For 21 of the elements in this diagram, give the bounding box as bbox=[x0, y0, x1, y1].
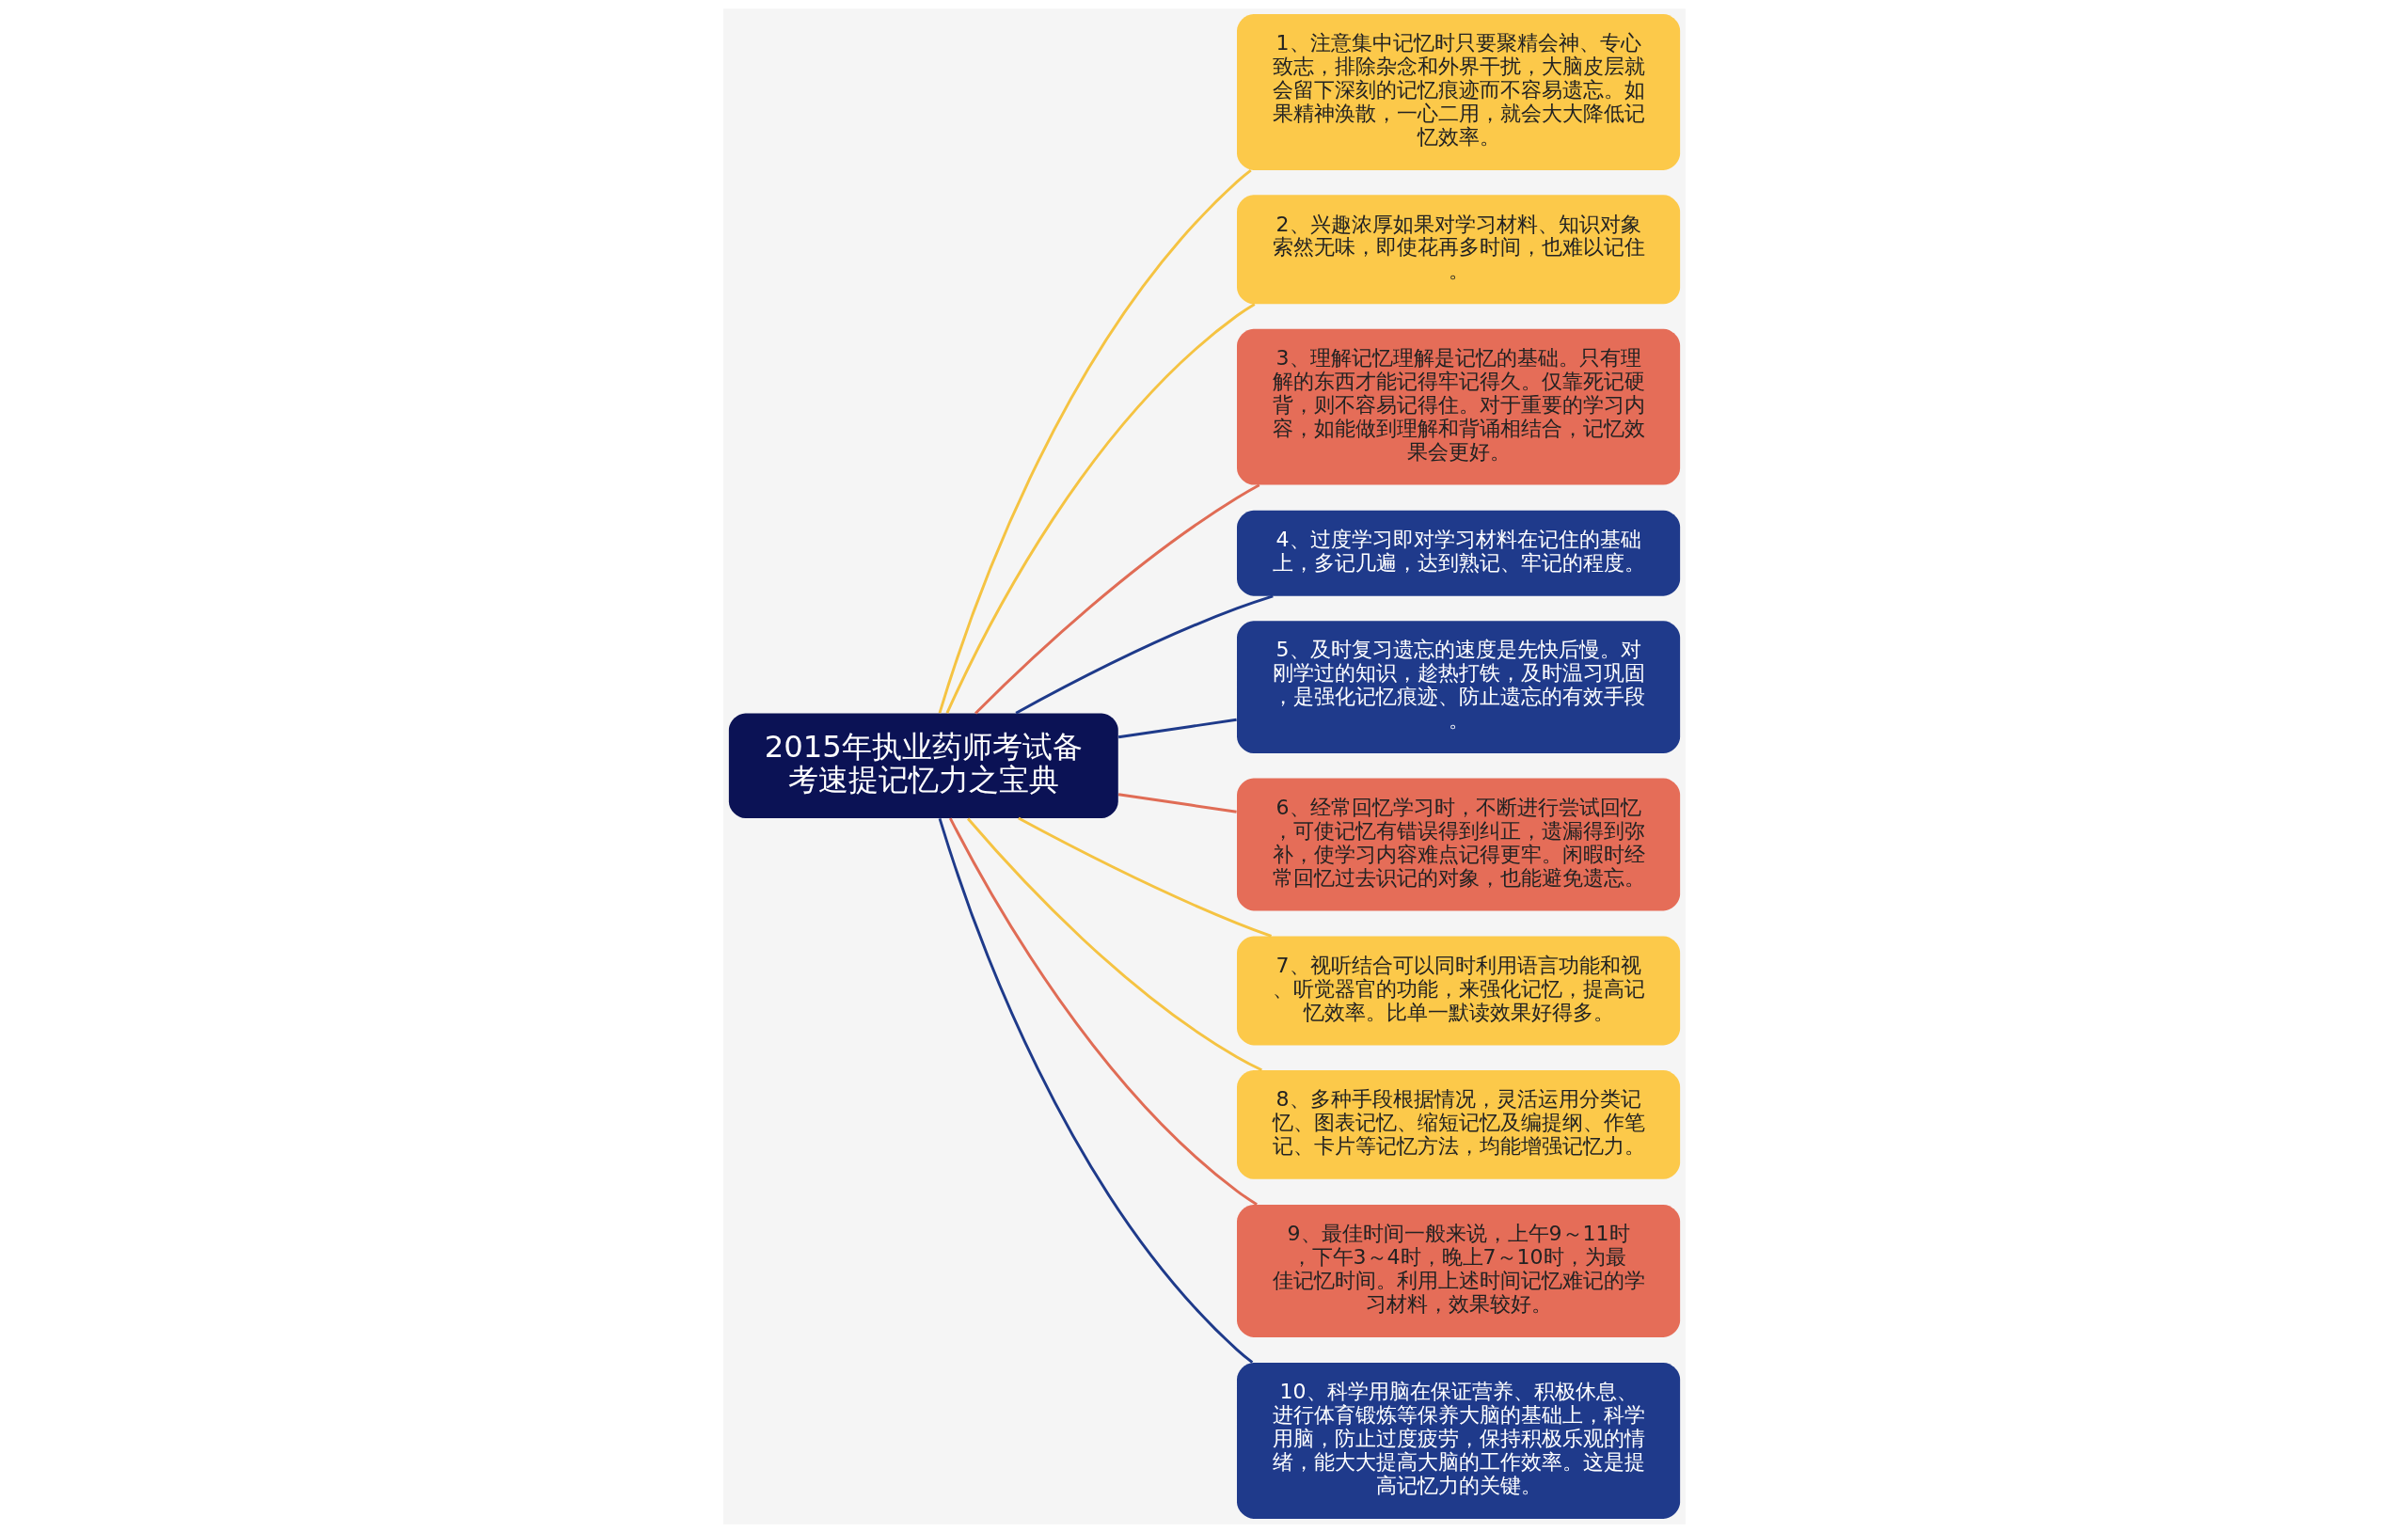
connector bbox=[938, 817, 1253, 1364]
node-box: 2015年执业药师考试备考速提记忆力之宝典 bbox=[728, 713, 1118, 818]
connector bbox=[974, 483, 1259, 714]
node-box: 10、科学用脑在保证营养、积极休息、进行体育锻炼等保养大脑的基础上，科学用脑，防止过度疲劳，保持积极乐观的情绪，能大大提高大脑的工作效率。这是提高记忆力的关键。 bbox=[1236, 1362, 1680, 1519]
node-box: 5、及时复习遗忘的速度是先快后慢。对刚学过的知识，趁热打铁，及时温习巩固，是强化记忆痕迹、防止遗忘的有效手段。 bbox=[1236, 620, 1680, 753]
node-box: 1、注意集中记忆时只要聚精会神、专心致志，排除杂念和外界干扰，大脑皮层就会留下深刻的记忆痕迹而不容易遗忘。如果精神涣散，一心二用，就会大大降低记忆效率。 bbox=[1236, 13, 1680, 170]
node-box: 6、经常回忆学习时，不断进行尝试回忆，可使记忆有错误得到纠正，遗漏得到弥补，使学习内容难点记得更牢。闲暇时经常回忆过去识记的对象，也能避免遗忘。 bbox=[1236, 778, 1680, 910]
node-box: 7、视听结合可以同时利用语言功能和视、听觉器官的功能，来强化记忆，提高记忆效率。比单一默读效果好得多。 bbox=[1236, 936, 1680, 1045]
node-box: 2、兴趣浓厚如果对学习材料、知识对象索然无味，即使花再多时间，也难以记住。 bbox=[1236, 194, 1680, 304]
connector bbox=[948, 816, 1258, 1206]
connector bbox=[945, 302, 1256, 714]
connector bbox=[1014, 593, 1274, 714]
connector bbox=[966, 817, 1262, 1071]
node-box: 8、多种手段根据情况，灵活运用分类记忆、图表记忆、缩短记忆及编提纲、作笔记、卡片等记忆方法，均能增强记忆力。 bbox=[1236, 1069, 1680, 1179]
connector bbox=[938, 168, 1252, 713]
node-box: 4、过度学习即对学习材料在记住的基础上，多记几遍，达到熟记、牢记的程度。 bbox=[1236, 510, 1680, 596]
connector bbox=[1117, 718, 1237, 738]
connector bbox=[1117, 792, 1237, 813]
node-box: 3、理解记忆理解是记忆的基础。只有理解的东西才能记得牢记得久。仅靠死记硬背，则不容易记得住。对于重要的学习内容，如能做到理解和背诵相结合，记忆效果会更好。 bbox=[1236, 328, 1680, 485]
connector bbox=[1017, 816, 1272, 938]
node-box: 9、最佳时间一般来说，上午9～11时，下午3～4时，晚上7～10时，为最佳记忆时间。利用上述时间记忆难记的学习材料，效果较好。 bbox=[1236, 1204, 1680, 1337]
